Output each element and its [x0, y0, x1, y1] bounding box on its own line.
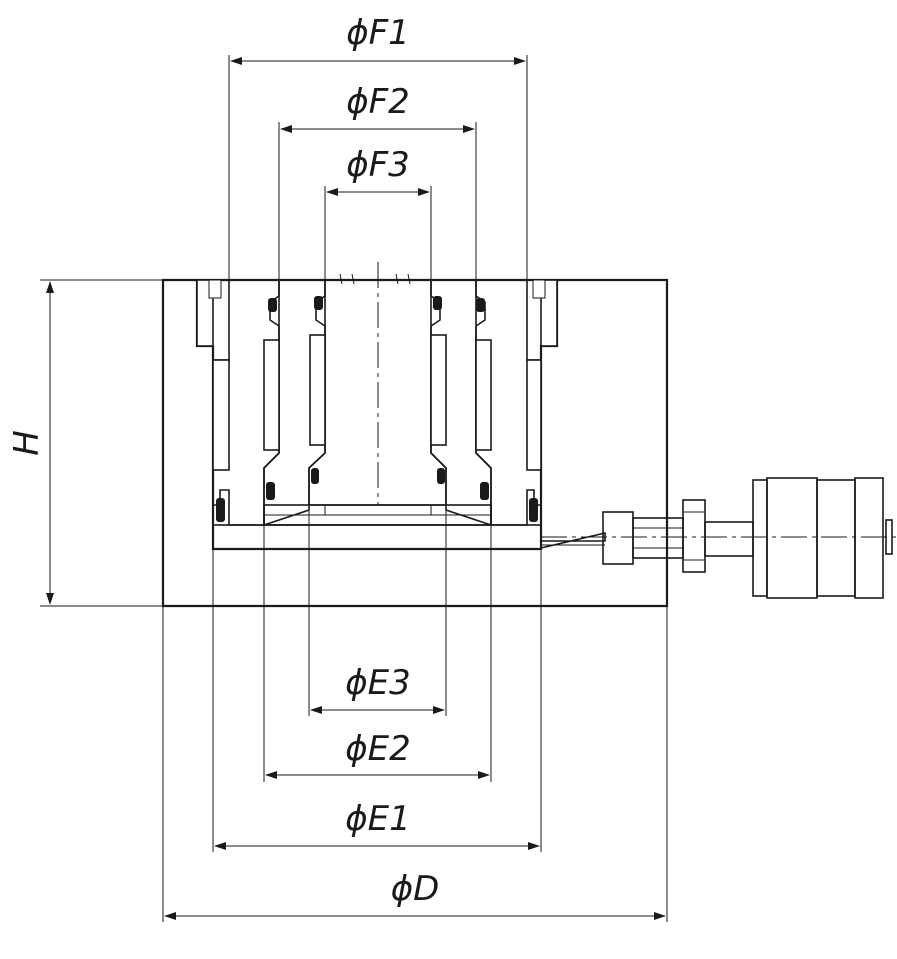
dim-label-e2: ϕE2	[345, 729, 411, 769]
seals	[216, 296, 538, 522]
cylinder-body	[161, 262, 669, 608]
extension-lines	[40, 55, 668, 922]
oil-chamber	[212, 524, 542, 550]
plunger-top-marks	[339, 273, 411, 285]
hydraulic-coupler	[540, 477, 897, 599]
screw-hole	[208, 279, 222, 299]
dim-label-e1: ϕE1	[345, 799, 411, 839]
bore-channel	[475, 339, 492, 451]
dim-label-f3: ϕF3	[346, 145, 410, 185]
housing-section	[161, 278, 669, 608]
bore-channel	[309, 334, 326, 446]
dim-label-f1: ϕF1	[346, 13, 410, 53]
bore-channel	[430, 334, 447, 446]
dim-label-f2: ϕF2	[346, 82, 410, 122]
bore-channel	[212, 359, 230, 471]
dim-label-e3: ϕE3	[345, 663, 411, 703]
dim-label-d: ϕD	[391, 869, 440, 909]
dim-label-h: H	[7, 430, 47, 456]
screw-hole	[532, 279, 546, 299]
bore-channel	[263, 339, 280, 451]
dimension-lines	[46, 57, 666, 920]
bore-channel	[526, 359, 542, 471]
